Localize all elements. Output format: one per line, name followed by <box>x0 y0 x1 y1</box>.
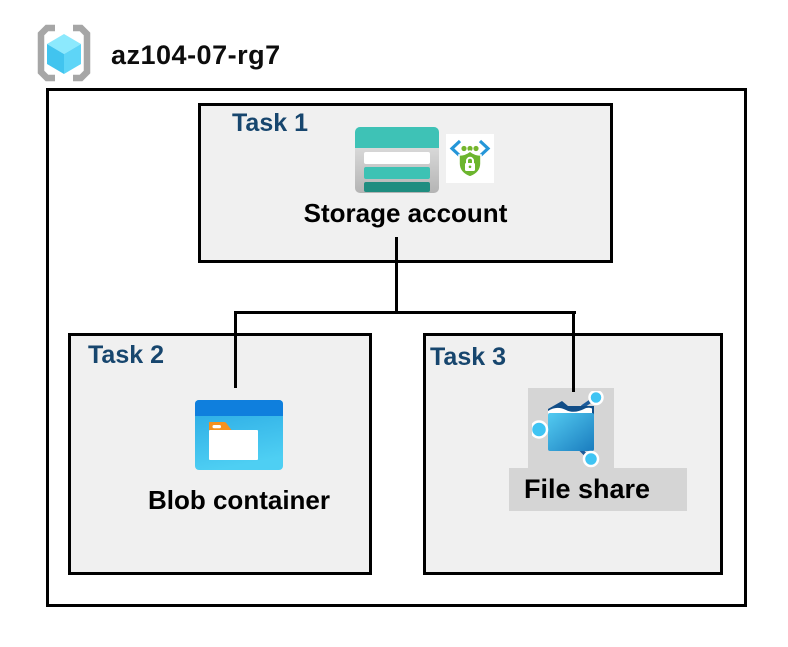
file-share-label-backdrop: File share <box>509 468 687 511</box>
file-share-icon-backdrop <box>528 388 614 472</box>
connector-to-blob-container <box>234 311 237 388</box>
file-share-label: File share <box>524 473 651 504</box>
resource-group-name: az104-07-rg7 <box>111 40 281 70</box>
storage-account-label: Storage account <box>303 198 508 228</box>
task-1-label: Task 1 <box>232 109 308 137</box>
resource-group-icon <box>34 22 94 89</box>
task-3-label: Task 3 <box>430 343 506 371</box>
storage-account-icon <box>355 127 439 198</box>
task-1-box: Task 1 <box>198 103 613 263</box>
task-2-label: Task 2 <box>88 341 164 369</box>
code-security-icon <box>446 134 494 188</box>
connector-storage-stem <box>395 237 398 313</box>
file-share-icon <box>532 391 604 468</box>
connector-to-file-share <box>572 311 575 392</box>
task-2-box: Task 2 Blob container <box>68 333 372 575</box>
blob-container-icon <box>195 400 283 475</box>
connector-horizontal <box>234 311 576 314</box>
blob-container-label: Blob container <box>147 485 330 515</box>
